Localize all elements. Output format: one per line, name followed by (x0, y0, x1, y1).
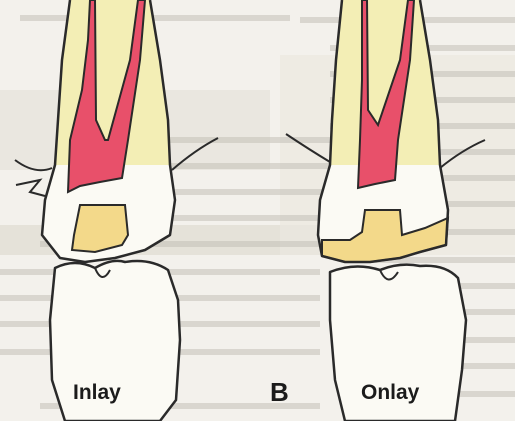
onlay-label: Onlay (361, 381, 419, 405)
figure-letter: B (270, 377, 289, 408)
inlay-restoration (72, 205, 128, 252)
inlay-label: Inlay (73, 381, 121, 405)
